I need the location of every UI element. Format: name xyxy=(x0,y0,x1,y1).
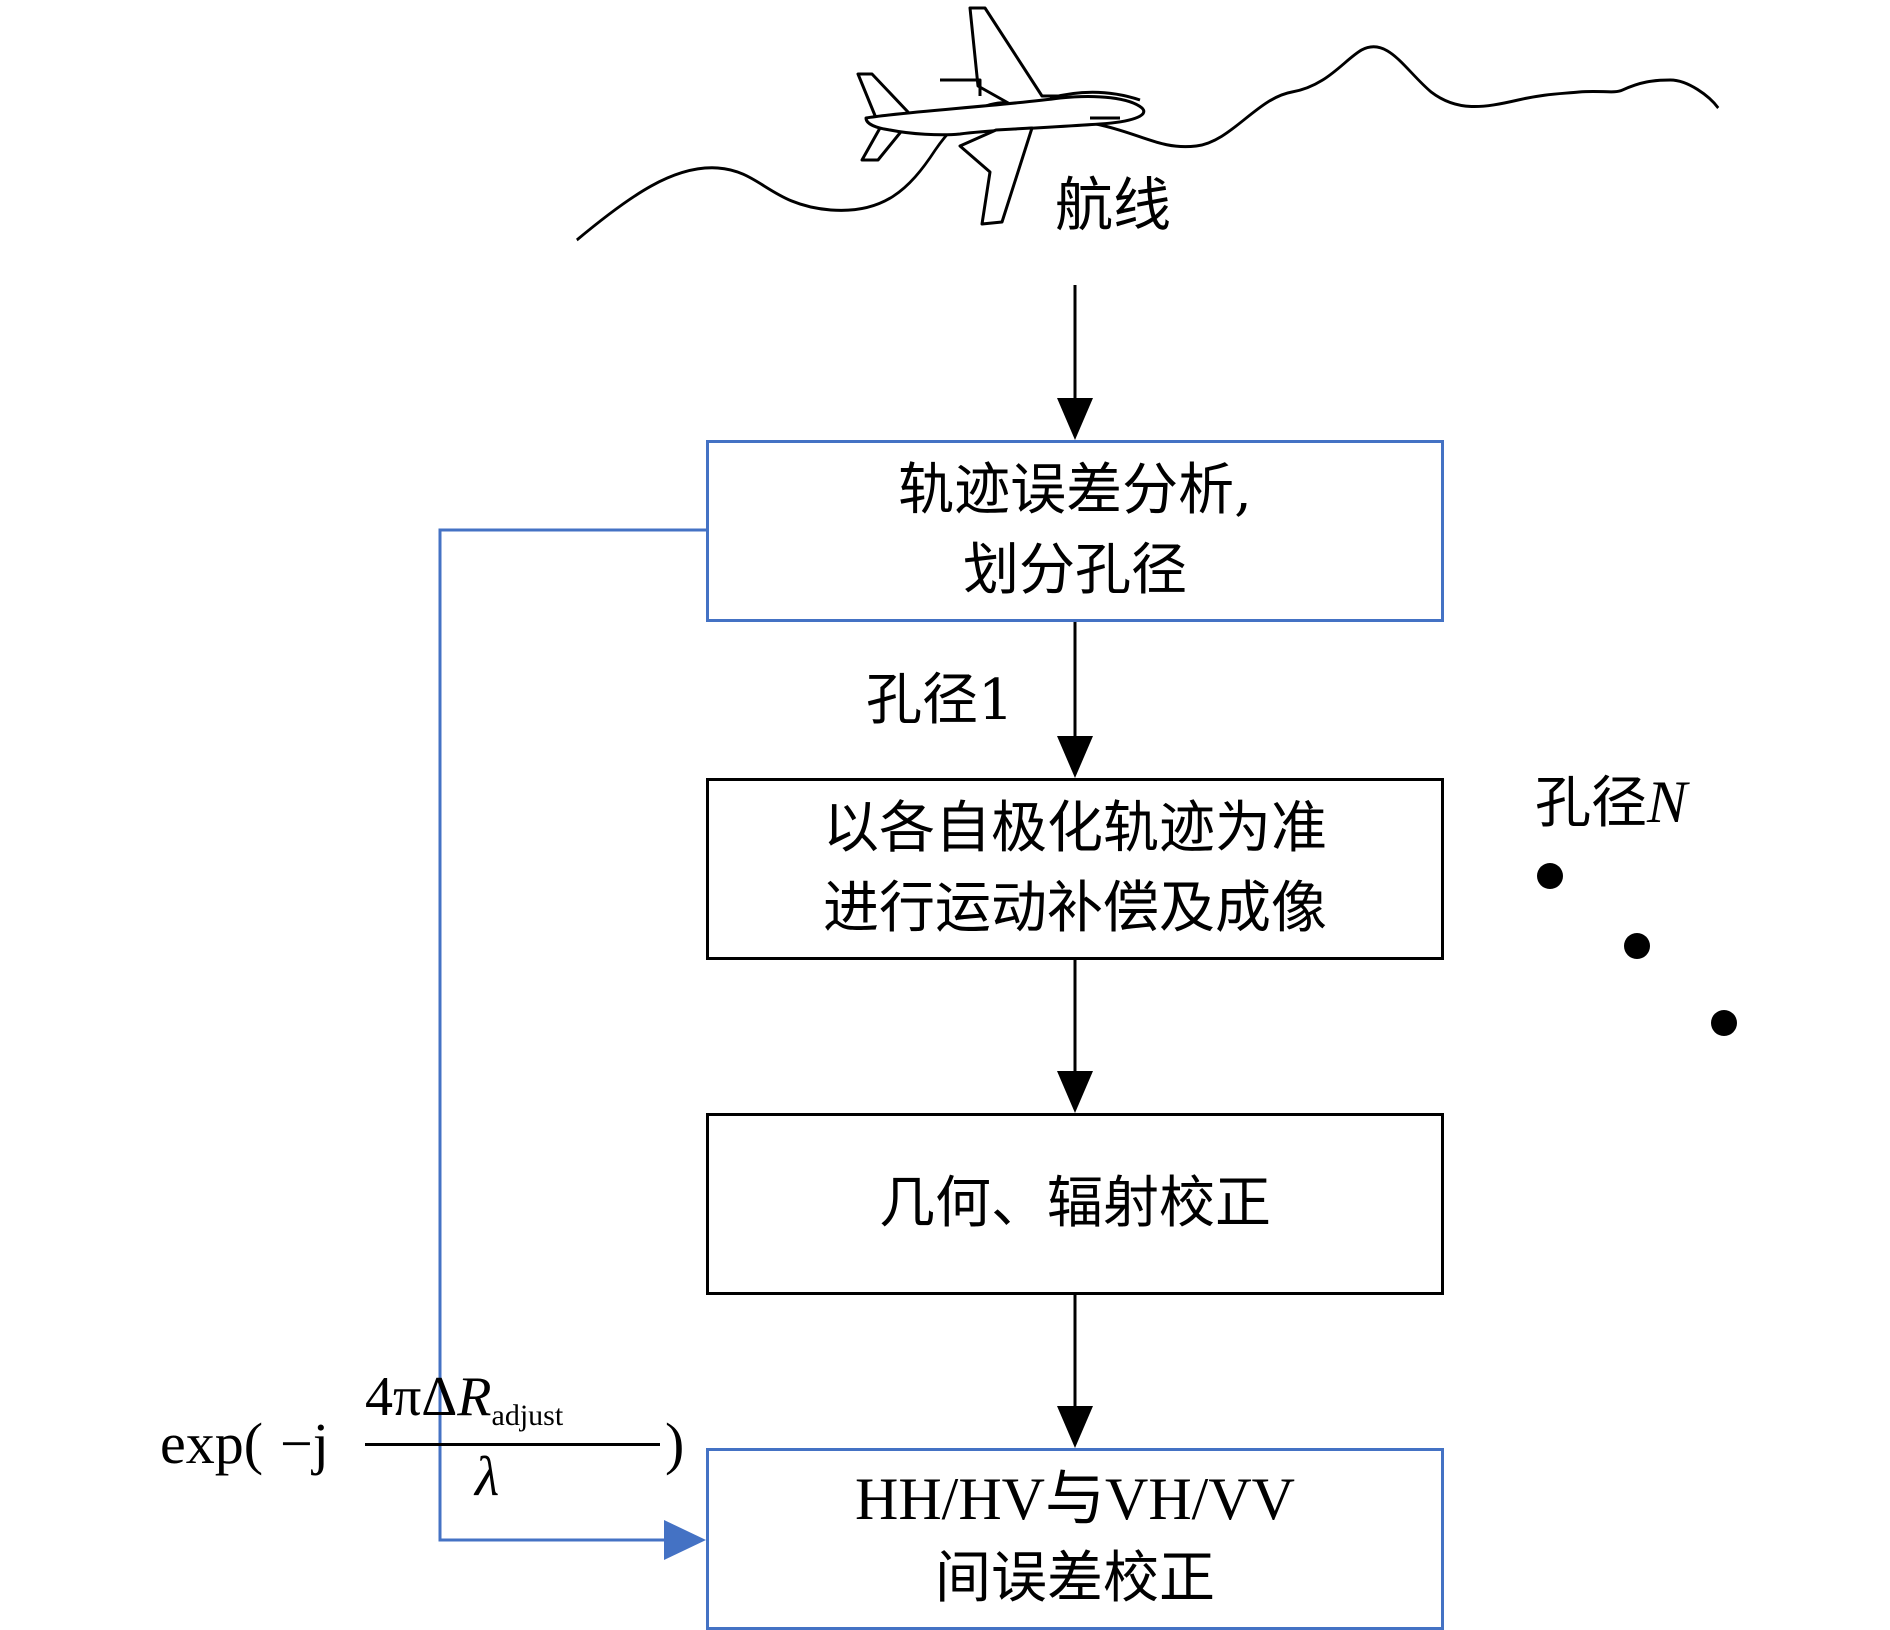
box-motion-compensation-imaging: 以各自极化轨迹为准 进行运动补偿及成像 xyxy=(706,778,1444,960)
aperture-n-var: N xyxy=(1647,769,1688,835)
aperture-1-label: 孔径1 xyxy=(866,668,1014,733)
box2-line2: 进行运动补偿及成像 xyxy=(823,876,1327,941)
route-label: 航线 xyxy=(1055,171,1172,239)
box-trajectory-error-analysis: 轨迹误差分析, 划分孔径 xyxy=(706,440,1444,622)
phase-correction-formula: exp( −j 4πΔRadjust λ ) xyxy=(160,1365,700,1515)
formula-close: ) xyxy=(665,1411,685,1476)
ellipsis-dot-1 xyxy=(1537,863,1563,889)
formula-num-sub: adjust xyxy=(491,1399,564,1432)
formula-num-var: R xyxy=(457,1366,492,1428)
arrowhead-2 xyxy=(1057,736,1093,778)
ellipsis-dot-3 xyxy=(1711,1010,1737,1036)
arrowhead-3 xyxy=(1057,1071,1093,1113)
box3-line1: 几何、辐射校正 xyxy=(879,1171,1271,1236)
flight-route-curve xyxy=(576,45,1720,242)
box1-line1: 轨迹误差分析, xyxy=(898,458,1252,523)
formula-num-prefix: 4πΔ xyxy=(365,1366,458,1428)
box4-line1: HH/HV与VH/VV xyxy=(855,1466,1295,1532)
formula-func: exp( xyxy=(160,1411,264,1476)
formula-neg-j: −j xyxy=(280,1411,329,1476)
box-polarization-error-correction: HH/HV与VH/VV 间误差校正 xyxy=(706,1448,1444,1630)
formula-denominator: λ xyxy=(475,1446,500,1508)
arrowhead-1 xyxy=(1057,398,1093,440)
box2-line1: 以各自极化轨迹为准 xyxy=(823,796,1327,861)
airplane-icon xyxy=(856,6,1146,226)
ellipsis-dot-2 xyxy=(1624,933,1650,959)
formula-numerator: 4πΔRadjust xyxy=(365,1365,564,1432)
feedback-arrowhead xyxy=(664,1520,706,1560)
aperture-n-label: 孔径N xyxy=(1535,758,1687,839)
arrowhead-4 xyxy=(1057,1406,1093,1448)
box4-line2: 间误差校正 xyxy=(935,1546,1215,1611)
box1-line2: 划分孔径 xyxy=(963,538,1187,603)
formula-fraction-bar xyxy=(365,1443,660,1446)
aperture-n-prefix: 孔径 xyxy=(1535,771,1647,836)
feedback-loop-line xyxy=(438,528,706,1542)
box-geometric-radiometric-correction: 几何、辐射校正 xyxy=(706,1113,1444,1295)
